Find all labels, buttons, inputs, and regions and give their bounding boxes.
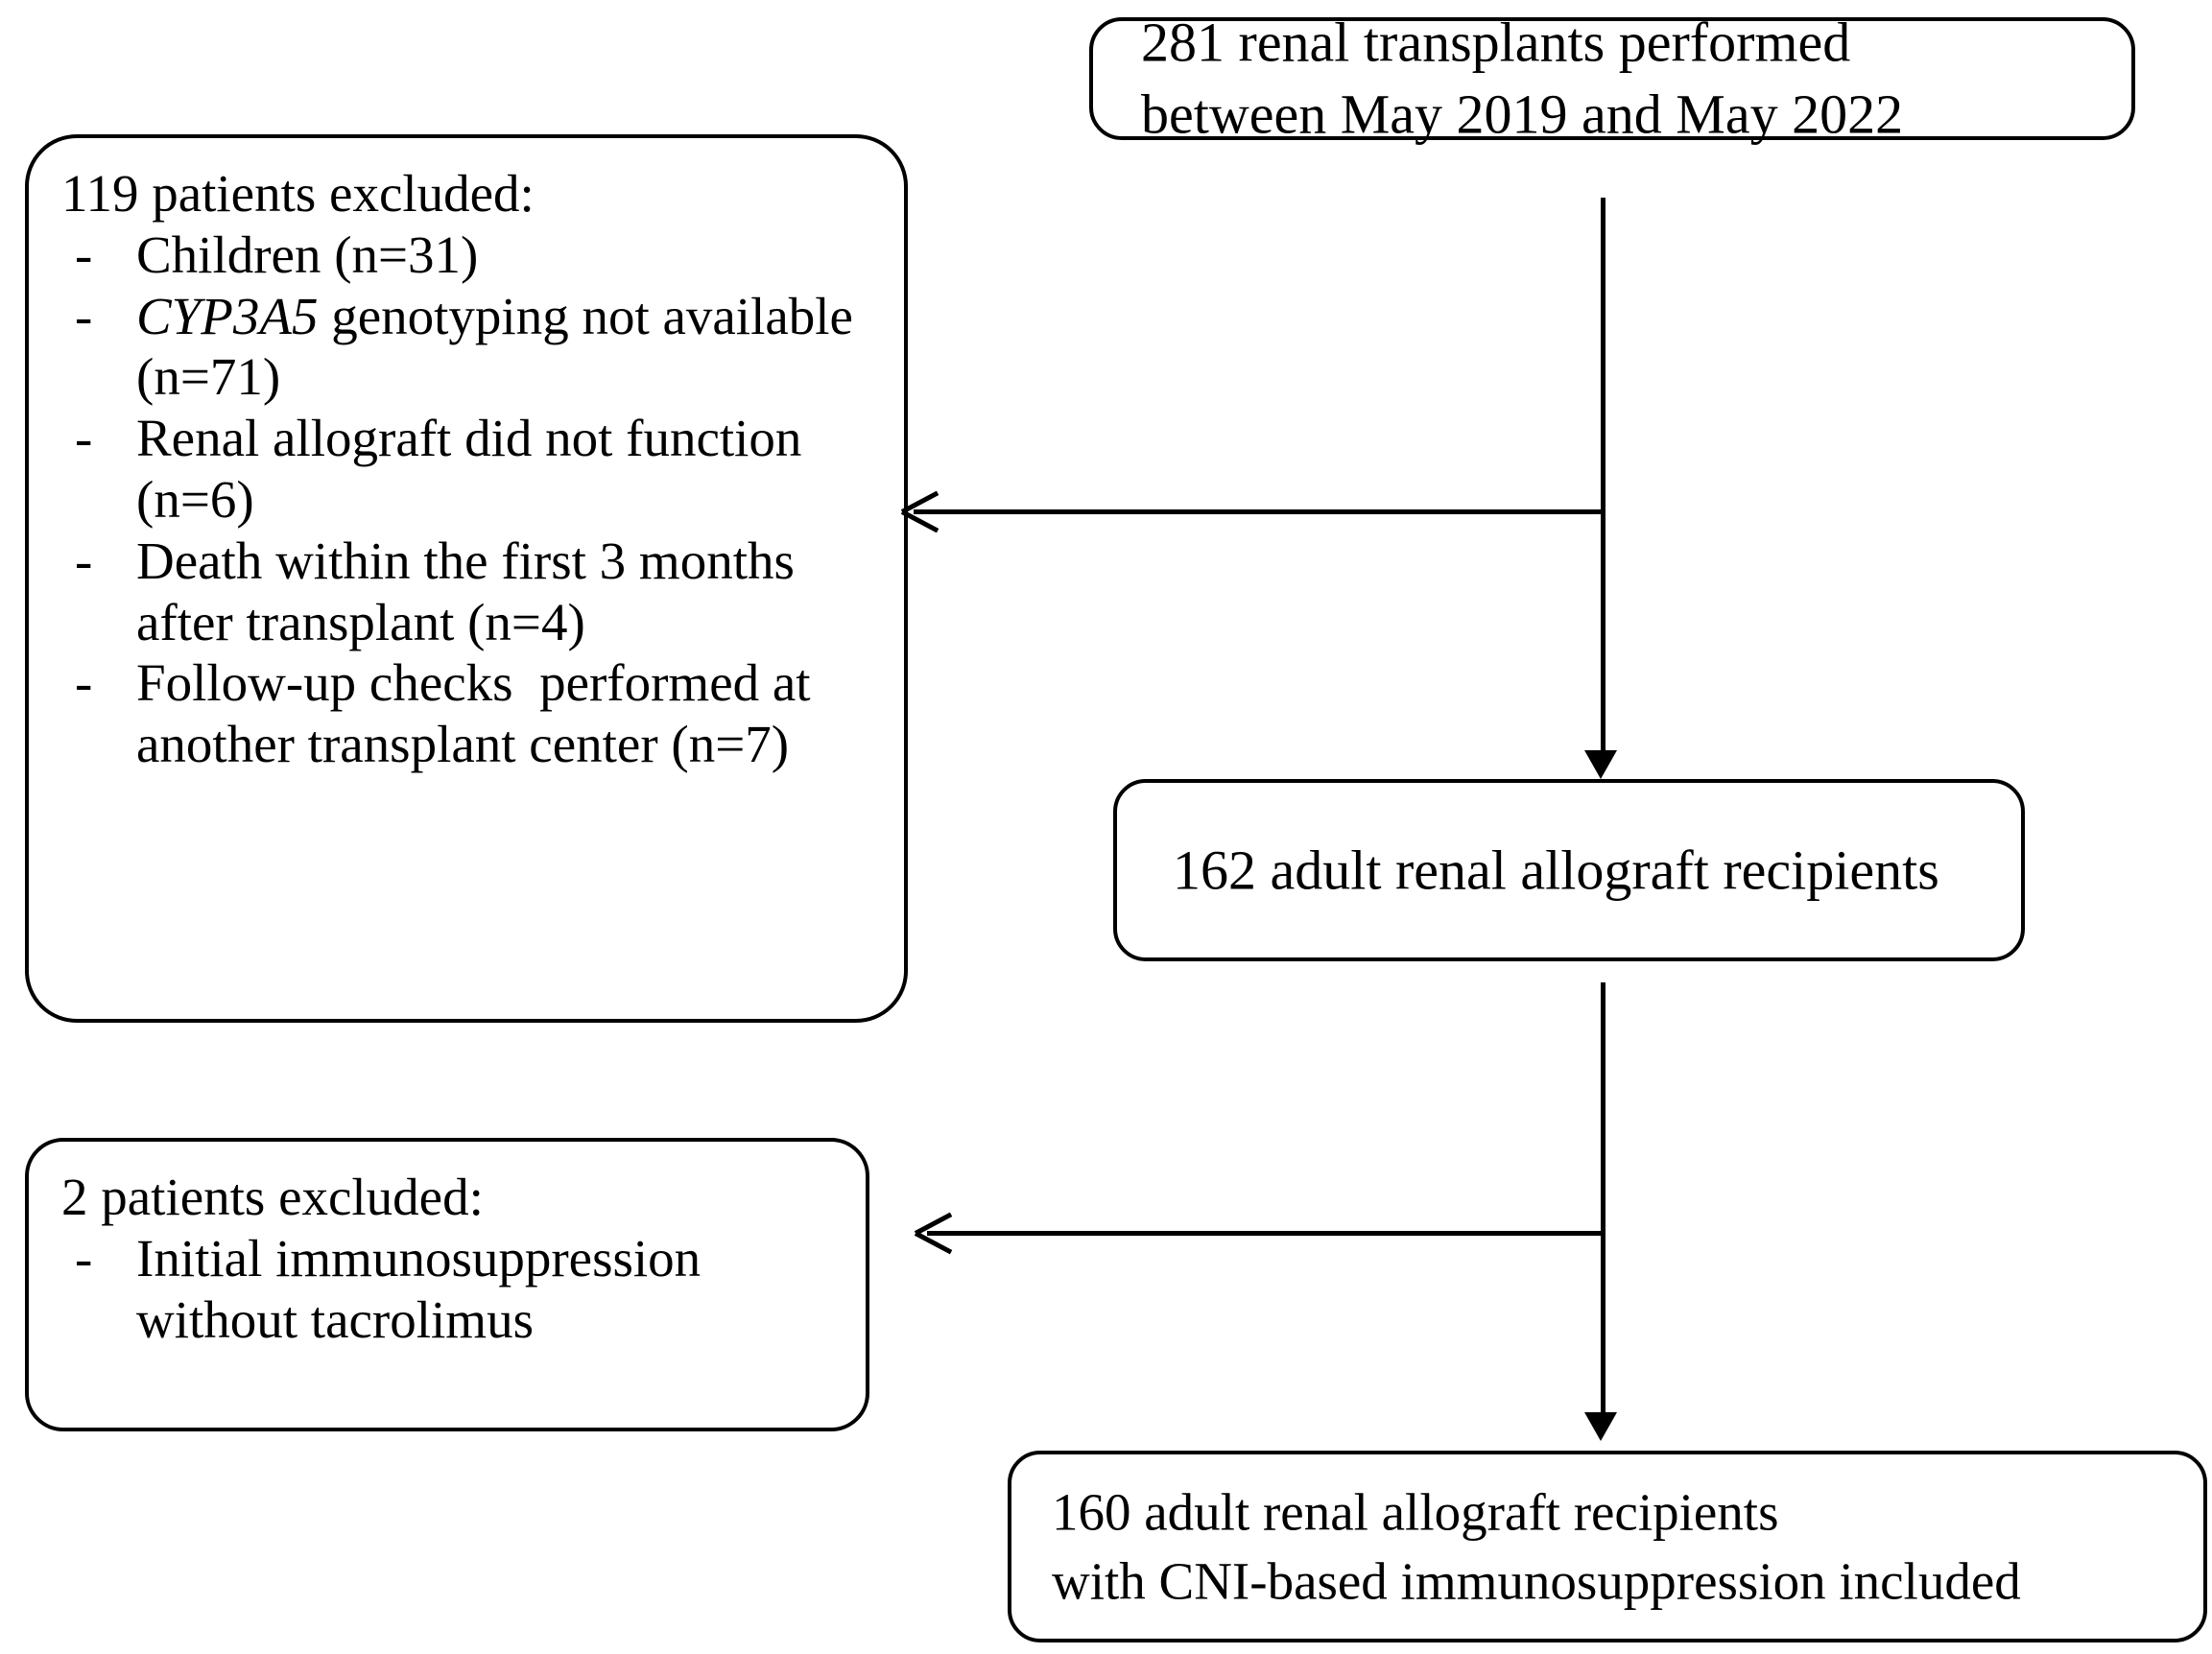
box-cohort-162: 162 adult renal allograft recipients [1113, 779, 2025, 961]
box-cohort-162-text: 162 adult renal allograft recipients [1117, 834, 2021, 906]
excluded-119-item-0-text: Children (n=31) [136, 224, 479, 284]
list-item: - Death within the first 3 months after … [61, 531, 883, 653]
box-cohort-160-line-1: 160 adult renal allograft recipients [1052, 1482, 1779, 1542]
box-cohort-160: 160 adult renal allograft recipients wit… [1008, 1451, 2207, 1642]
bullet-dash-icon: - [75, 1228, 93, 1288]
list-item: - Children (n=31) [61, 224, 883, 286]
bullet-dash-icon: - [75, 531, 93, 590]
connector-to-excluded-119-line [914, 509, 1603, 514]
box-cohort-162-line-1: 162 adult renal allograft recipients [1173, 839, 1939, 902]
excluded-2-item-0-text: Initial immunosuppression without tacrol… [136, 1228, 714, 1349]
arrow-down-icon [1584, 1412, 1617, 1441]
excluded-2-list: - Initial immunosuppression without tacr… [61, 1228, 844, 1351]
list-item: - Renal allograft did not function (n=6) [61, 408, 883, 531]
box-cohort-160-text: 160 adult renal allograft recipients wit… [1011, 1478, 2203, 1616]
box-total-transplants: 281 renal transplants performed between … [1089, 12, 2135, 146]
connector-162-to-160-line [1601, 982, 1605, 1414]
excluded-2-title: 2 patients excluded: [61, 1168, 484, 1226]
excluded-119-item-1-text: genotyping not available (n=71) [136, 286, 867, 407]
box-cohort-160-line-2: with CNI-based immunosuppression include… [1052, 1551, 2021, 1610]
connector-top-to-162-line [1601, 198, 1605, 752]
excluded-119-title: 119 patients excluded: [61, 164, 535, 223]
box-excluded-119-content: 119 patients excluded: - Children (n=31)… [29, 138, 904, 775]
box-excluded-119: 119 patients excluded: - Children (n=31)… [25, 134, 908, 1023]
excluded-119-list: - Children (n=31) -CYP3A5 genotyping not… [61, 224, 883, 775]
list-item: - Follow-up checks performed at another … [61, 652, 883, 775]
excluded-119-item-1-gene: CYP3A5 [136, 286, 319, 345]
excluded-119-item-2-text: Renal allograft did not function (n=6) [136, 409, 816, 529]
list-item: - Initial immunosuppression without tacr… [61, 1228, 844, 1351]
bullet-dash-icon: - [75, 224, 93, 284]
bullet-dash-icon: - [75, 653, 93, 713]
connector-to-excluded-2-line [927, 1231, 1603, 1236]
box-total-transplants-line-2: between May 2019 and May 2022 [1141, 83, 1904, 146]
excluded-119-item-3-text: Death within the first 3 months after tr… [136, 531, 808, 651]
bullet-dash-icon: - [75, 409, 93, 468]
bullet-dash-icon: - [75, 286, 93, 345]
arrow-down-icon [1584, 750, 1617, 779]
box-excluded-2: 2 patients excluded: - Initial immunosup… [25, 1138, 869, 1431]
box-excluded-2-content: 2 patients excluded: - Initial immunosup… [29, 1142, 866, 1350]
box-total-transplants-text: 281 renal transplants performed between … [1093, 7, 2131, 152]
list-item: -CYP3A5 genotyping not available (n=71) [61, 286, 883, 409]
box-total-transplants-line-1: 281 renal transplants performed [1141, 11, 1851, 74]
excluded-119-item-4-text: Follow-up checks performed at another tr… [136, 653, 824, 774]
